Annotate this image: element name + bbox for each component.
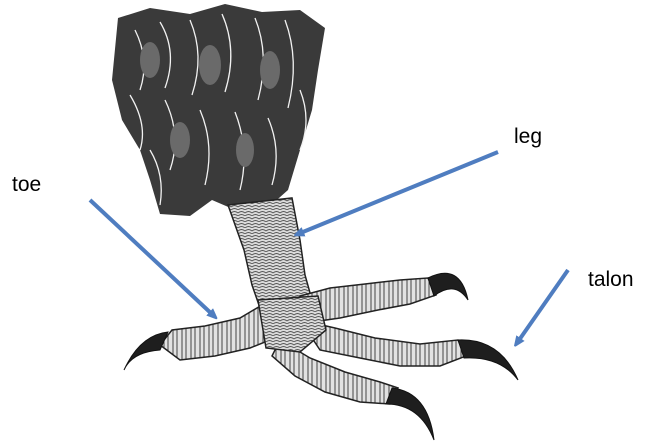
- label-talon: talon: [588, 269, 634, 290]
- toes: [160, 278, 466, 404]
- arrow-leg: [298, 152, 498, 234]
- leg-shank: [228, 198, 312, 308]
- arrow-toe: [90, 200, 214, 316]
- label-leg: leg: [514, 126, 542, 147]
- arrow-talon: [517, 270, 568, 343]
- label-toe: toe: [12, 174, 41, 195]
- feathers: [112, 4, 325, 216]
